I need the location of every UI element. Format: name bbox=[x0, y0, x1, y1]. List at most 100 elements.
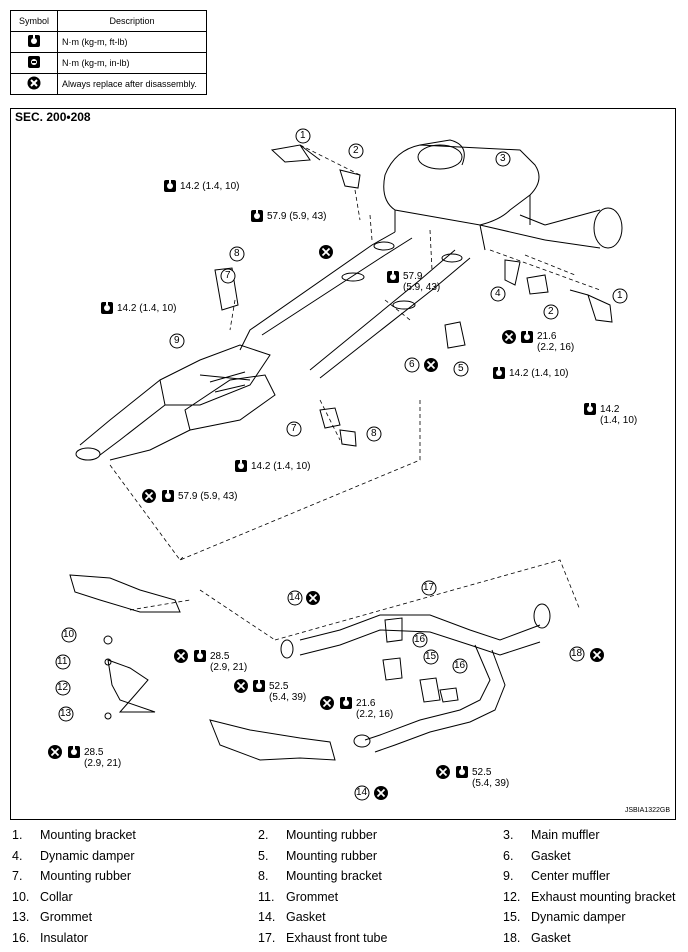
callout-16: 16 bbox=[414, 634, 426, 645]
part-name: Center muffler bbox=[531, 869, 610, 883]
torque-value: 57.9 bbox=[403, 271, 423, 282]
part-name: Mounting rubber bbox=[40, 869, 132, 883]
torque-label: 57.9 (5.9, 43) bbox=[178, 491, 238, 502]
part-name: Main muffler bbox=[531, 828, 600, 842]
part-item: 5. Mounting rubber bbox=[258, 849, 377, 863]
torque-label: 14.2 (1.4, 10) bbox=[509, 368, 569, 379]
diagram-frame bbox=[10, 108, 676, 820]
torque-label: 14.2 (1.4, 10) bbox=[600, 404, 637, 426]
torque-value: (5.4, 39) bbox=[269, 692, 307, 703]
part-item: 17. Exhaust front tube bbox=[258, 931, 387, 945]
part-item: 6. Gasket bbox=[503, 849, 571, 863]
part-number: 16. bbox=[12, 931, 30, 945]
torque-wrench-icon bbox=[28, 34, 40, 47]
part-number: 5. bbox=[258, 849, 269, 863]
torque-label: 28.5 (2.9, 21) bbox=[210, 651, 247, 673]
callout-4: 4 bbox=[495, 288, 501, 299]
torque-label: 14.2 (1.4, 10) bbox=[180, 181, 240, 192]
part-name: Exhaust front tube bbox=[286, 931, 388, 945]
part-number: 1. bbox=[12, 828, 23, 842]
part-name: Gasket bbox=[531, 931, 571, 945]
part-number: 15. bbox=[503, 910, 521, 924]
part-name: Mounting rubber bbox=[286, 828, 378, 842]
callout-1: 1 bbox=[300, 130, 306, 141]
torque-value: (1.4, 10) bbox=[600, 415, 638, 426]
part-name: Insulator bbox=[40, 931, 88, 945]
torque-label: 14.2 (1.4, 10) bbox=[251, 461, 311, 472]
torque-label: 57.9 (5.9, 43) bbox=[403, 271, 440, 293]
callout-1: 1 bbox=[617, 290, 623, 301]
part-item: 13.Grommet bbox=[12, 910, 92, 924]
callout-13: 13 bbox=[60, 708, 72, 719]
callout-8: 8 bbox=[371, 428, 377, 439]
part-item: 15. Dynamic damper bbox=[503, 910, 625, 924]
part-number: 7. bbox=[12, 869, 23, 883]
torque-value: 14.2 bbox=[600, 404, 620, 415]
part-number: 8. bbox=[258, 869, 269, 883]
torque-value: 21.6 bbox=[537, 331, 557, 342]
torque-value: (2.2, 16) bbox=[537, 342, 575, 353]
part-number: 4. bbox=[12, 849, 23, 863]
replace-x-icon bbox=[27, 76, 41, 90]
part-item: 14. Gasket bbox=[258, 910, 326, 924]
part-number: 12. bbox=[503, 890, 521, 904]
torque-label: 21.6 (2.2, 16) bbox=[356, 698, 393, 720]
torque-value: 28.5 bbox=[84, 747, 104, 758]
callout-18: 18 bbox=[571, 648, 583, 659]
callout-2: 2 bbox=[353, 145, 359, 156]
part-item: 2. Mounting rubber bbox=[258, 828, 377, 842]
callout-10: 10 bbox=[63, 629, 75, 640]
torque-value: (2.2, 16) bbox=[356, 709, 394, 720]
torque-wrench-inlb-icon bbox=[28, 56, 40, 68]
part-name: Mounting rubber bbox=[286, 849, 378, 863]
torque-value: (5.9, 43) bbox=[403, 282, 441, 293]
callout-12: 12 bbox=[57, 682, 69, 693]
callout-14: 14 bbox=[356, 787, 368, 798]
part-item: 9. Center muffler bbox=[503, 869, 610, 883]
part-item: 4.Dynamic damper bbox=[12, 849, 134, 863]
part-number: 9. bbox=[503, 869, 514, 883]
part-item: 16. Insulator bbox=[12, 931, 88, 945]
part-name: Mounting bracket bbox=[40, 828, 136, 842]
part-number: 11. bbox=[258, 890, 275, 904]
part-item: 7. Mounting rubber bbox=[12, 869, 131, 883]
callout-16: 16 bbox=[454, 660, 466, 671]
part-number: 18. bbox=[503, 931, 521, 945]
part-number: 14. bbox=[258, 910, 276, 924]
torque-value: 28.5 bbox=[210, 651, 230, 662]
torque-label: 28.5 (2.9, 21) bbox=[84, 747, 121, 769]
part-number: 3. bbox=[503, 828, 514, 842]
part-number: 6. bbox=[503, 849, 514, 863]
callout-17: 17 bbox=[423, 582, 435, 593]
legend-symbol-cell bbox=[10, 31, 58, 53]
part-name: Exhaust mounting bracket bbox=[531, 890, 676, 904]
part-name: Gasket bbox=[531, 849, 571, 863]
callout-7: 7 bbox=[225, 270, 231, 281]
callout-5: 5 bbox=[458, 363, 464, 374]
part-number: 17. bbox=[258, 931, 276, 945]
part-number: 13. bbox=[12, 910, 30, 924]
torque-value: 52.5 bbox=[472, 767, 492, 778]
callout-9: 9 bbox=[174, 335, 180, 346]
torque-label: 52.5 (5.4, 39) bbox=[269, 681, 306, 703]
torque-label: 57.9 (5.9, 43) bbox=[267, 211, 327, 222]
part-item: 8.Mounting bracket bbox=[258, 869, 382, 883]
callout-14: 14 bbox=[289, 592, 301, 603]
part-name: Dynamic damper bbox=[531, 910, 626, 924]
part-item: 10.Collar bbox=[12, 890, 73, 904]
legend-description: Always replace after disassembly. bbox=[57, 73, 207, 95]
callout-15: 15 bbox=[425, 651, 437, 662]
torque-value: 52.5 bbox=[269, 681, 289, 692]
part-number: 2. bbox=[258, 828, 269, 842]
part-name: Gasket bbox=[286, 910, 326, 924]
callout-8: 8 bbox=[234, 248, 240, 259]
part-name: Grommet bbox=[286, 890, 339, 904]
torque-value: 21.6 bbox=[356, 698, 376, 709]
figure-credit: JSBIA1322GB bbox=[624, 807, 670, 814]
torque-value: (5.4, 39) bbox=[472, 778, 510, 789]
part-item: 18. Gasket bbox=[503, 931, 571, 945]
legend-symbol-cell bbox=[10, 73, 58, 95]
